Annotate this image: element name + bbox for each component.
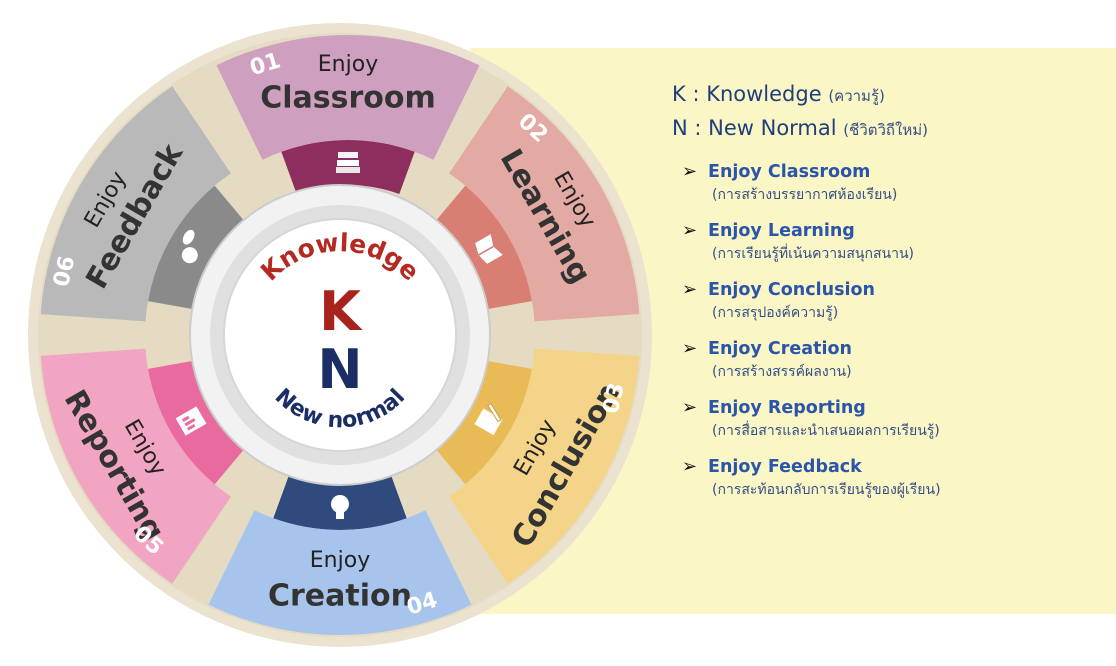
segment-title-label: Classroom: [260, 81, 436, 116]
item-title: Enjoy Classroom: [708, 162, 871, 182]
center-disc: [223, 218, 457, 452]
lightbulb-icon: [331, 495, 349, 519]
list-item: ➢ Enjoy Creation (การสร้างสรรค์ผลงาน): [672, 337, 1102, 383]
center-k-letter: K: [319, 280, 363, 343]
definition-k: K : Knowledge (ความรู้): [672, 78, 1102, 112]
chat-heads-icon: [181, 229, 198, 264]
list-item: ➢ Enjoy Classroom (การสร้างบรรยากาศห้องเร…: [672, 160, 1102, 206]
segment-outer-block: [449, 86, 640, 322]
item-thai: (การสื่อสารและนำเสนอผลการเรียนรู้): [712, 423, 940, 439]
segment-outer-block: [208, 510, 472, 635]
item-title: Enjoy Conclusion: [708, 280, 875, 300]
books-icon: [336, 152, 360, 173]
legend: K : Knowledge (ความรู้) N : New Normal (…: [672, 78, 1102, 514]
list-item: ➢ Enjoy Conclusion (การสรุปองค์ความรู้): [672, 278, 1102, 324]
item-thai: (การเรียนรู้ที่เน้นความสนุกสนาน): [712, 246, 914, 262]
segment-enjoy-label: Enjoy: [310, 548, 370, 573]
definition-k-thai: (ความรู้): [828, 87, 885, 105]
segment-outer-block: [449, 348, 640, 584]
item-title: Enjoy Reporting: [708, 398, 866, 418]
open-book-icon: [475, 234, 503, 264]
segment-outer-block: [216, 35, 480, 160]
arrow-bullet-icon: ➢: [682, 456, 698, 477]
item-thai: (การสรุปองค์ความรู้): [712, 305, 839, 321]
center-n-letter: N: [317, 338, 362, 401]
segment-outer-block: [40, 86, 231, 322]
center-gear: [189, 184, 491, 486]
arrow-bullet-icon: ➢: [682, 220, 698, 241]
item-thai: (การสร้างบรรยากาศห้องเรียน): [712, 187, 898, 203]
item-title: Enjoy Creation: [708, 339, 852, 359]
arrow-bullet-icon: ➢: [682, 397, 698, 418]
segment-enjoy-label: Enjoy: [318, 52, 378, 77]
definition-n: N : New Normal (ชีวิตวิถีใหม่): [672, 112, 1102, 146]
list-item: ➢ Enjoy Reporting (การสื่อสารและนำเสนอผลก…: [672, 396, 1102, 442]
enjoy-list: ➢ Enjoy Classroom (การสร้างบรรยากาศห้องเร…: [672, 160, 1102, 501]
report-icon: [175, 406, 207, 436]
list-item: ➢ Enjoy Learning (การเรียนรู้ที่เน้นความส…: [672, 219, 1102, 265]
definition-k-key: K : Knowledge: [672, 82, 822, 106]
arrow-bullet-icon: ➢: [682, 161, 698, 182]
arrow-bullet-icon: ➢: [682, 279, 698, 300]
segments-layer: EnjoyClassroom01EnjoyLearning02EnjoyConc…: [40, 35, 640, 635]
arrow-bullet-icon: ➢: [682, 338, 698, 359]
definition-n-thai: (ชีวิตวิถีใหม่): [843, 121, 928, 139]
segment-inner-band: [147, 185, 244, 309]
list-item: ➢ Enjoy Feedback (การสะท้อนกลับการเรียนรู…: [672, 455, 1102, 501]
note-pencil-icon: [474, 402, 503, 436]
item-title: Enjoy Feedback: [708, 457, 862, 477]
segment-title-label: Creation: [268, 579, 412, 614]
item-thai: (การสร้างสรรค์ผลงาน): [712, 364, 852, 380]
segment-outer-block: [40, 348, 231, 584]
item-title: Enjoy Learning: [708, 221, 855, 241]
definition-n-key: N : New Normal: [672, 116, 837, 140]
item-thai: (การสะท้อนกลับการเรียนรู้ของผู้เรียน): [712, 482, 941, 498]
